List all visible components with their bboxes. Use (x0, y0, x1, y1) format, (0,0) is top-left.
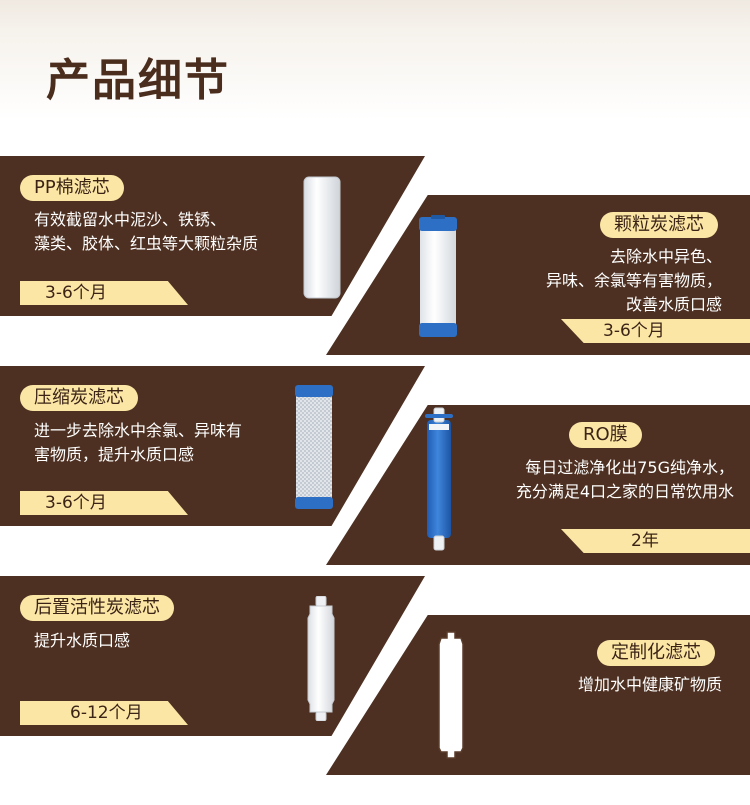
description-line: 充分满足4口之家的日常饮用水 (515, 482, 734, 501)
description-line: 提升水质口感 (34, 631, 131, 650)
description-line: 去除水中异色、 (609, 247, 722, 266)
description-line: 进一步去除水中余氯、异味有 (34, 421, 243, 440)
filter-description: 提升水质口感 (34, 629, 130, 653)
description-line: 害物质，提升水质口感 (34, 445, 195, 464)
post-carbon-filter-icon (307, 596, 335, 721)
description-line: 藻类、胶体、红虫等大颗粒杂质 (34, 234, 259, 253)
filter-name-label: 颗粒炭滤芯 (600, 212, 718, 238)
replacement-period: 3-6个月 (45, 283, 107, 303)
description-line: 异味、余氯等有害物质， (545, 271, 722, 290)
description-line: 有效截留水中泥沙、铁锈、 (34, 210, 227, 229)
filter-description: 去除水中异色、 异味、余氯等有害物质， 改善水质口感 (480, 245, 722, 317)
description-line: 改善水质口感 (625, 295, 722, 314)
replacement-period: 3-6个月 (603, 321, 665, 341)
replacement-period: 6-12个月 (70, 703, 143, 723)
replacement-period-tag: 6-12个月 (20, 701, 188, 725)
filter-name-label: 后置活性炭滤芯 (20, 595, 174, 621)
ro-membrane-icon (425, 407, 453, 551)
filter-description: 进一步去除水中余氯、异味有 害物质，提升水质口感 (34, 419, 242, 467)
replacement-period-tag: 2年 (561, 529, 750, 553)
filter-description: 有效截留水中泥沙、铁锈、 藻类、胶体、红虫等大颗粒杂质 (34, 208, 258, 256)
replacement-period: 2年 (631, 531, 659, 551)
pp-cotton-filter-icon (303, 176, 341, 299)
filter-description: 每日过滤净化出75G纯净水， 充分满足4口之家的日常饮用水 (474, 456, 734, 504)
description-line: 增加水中健康矿物质 (577, 675, 722, 694)
filter-name-label: RO膜 (569, 422, 642, 448)
granular-carbon-filter-icon (419, 215, 457, 337)
replacement-period-tag: 3-6个月 (20, 281, 188, 305)
page-title: 产品细节 (46, 55, 230, 106)
filter-name-label: PP棉滤芯 (20, 175, 124, 201)
description-line: 每日过滤净化出75G纯净水， (525, 458, 734, 477)
custom-filter-outline-icon (438, 631, 464, 759)
filter-name-label: 定制化滤芯 (597, 640, 715, 666)
replacement-period: 3-6个月 (45, 493, 107, 513)
replacement-period-tag: 3-6个月 (20, 491, 188, 515)
replacement-period-tag: 3-6个月 (561, 319, 750, 343)
filter-description: 增加水中健康矿物质 (500, 673, 722, 697)
compressed-carbon-filter-icon (295, 385, 333, 509)
filter-name-label: 压缩炭滤芯 (20, 385, 138, 411)
